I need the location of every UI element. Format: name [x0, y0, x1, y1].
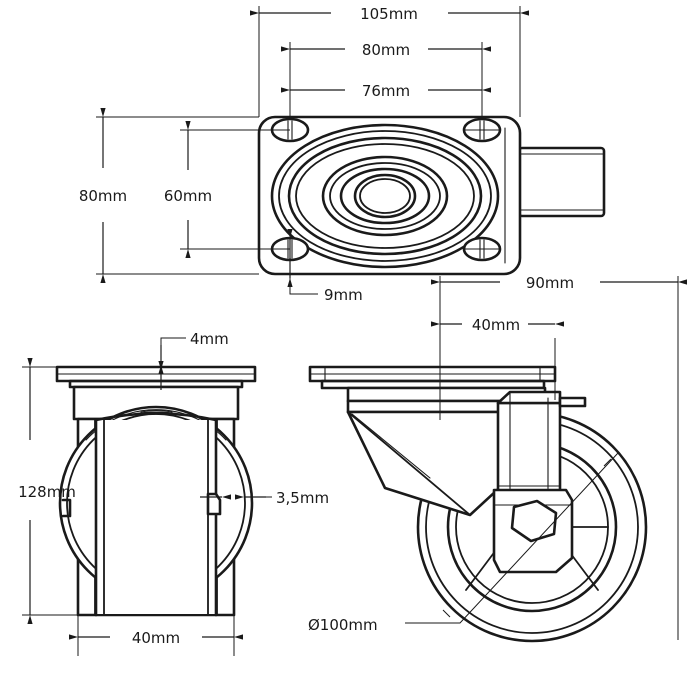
front-view-caster	[55, 365, 257, 617]
dim-40mm-side: 40mm	[431, 316, 564, 334]
dim-label-60: 60mm	[164, 187, 212, 205]
dim-105mm: 105mm	[250, 5, 529, 23]
side-view-dimensions: 90mm 40mm Ø100mm	[308, 274, 687, 640]
mounting-slot-bottom-right	[462, 236, 502, 262]
dim-label-9: 9mm	[324, 286, 363, 304]
dim-80mm-height: 80mm	[79, 108, 127, 283]
dim-label-80-width: 80mm	[362, 41, 410, 59]
dim-label-80-height: 80mm	[79, 187, 127, 205]
swivel-fork	[346, 410, 510, 517]
top-view-plate	[257, 115, 606, 276]
dim-4mm: 4mm	[158, 330, 229, 390]
dim-90mm: 90mm	[431, 274, 687, 292]
dim-label-128: 128mm	[18, 483, 76, 501]
mounting-slot-top-right	[462, 117, 502, 143]
dim-label-105: 105mm	[360, 5, 418, 23]
dim-label-4: 4mm	[190, 330, 229, 348]
dim-label-100: Ø100mm	[308, 616, 378, 634]
kingpin-leg	[496, 401, 562, 500]
swivel-raceway-rings	[270, 123, 500, 269]
dim-label-76: 76mm	[362, 82, 410, 100]
diameter-leader	[405, 452, 619, 624]
fork-collar	[72, 385, 240, 421]
dim-label-40-front: 40mm	[132, 629, 180, 647]
dim-9mm: 9mm	[287, 229, 363, 304]
dim-60mm: 60mm	[164, 121, 212, 258]
dim-40mm-front: 40mm	[69, 629, 243, 647]
dim-label-3-5: 3,5mm	[276, 489, 329, 507]
plate-side-tab	[517, 146, 606, 218]
dim-128mm: 128mm	[18, 358, 76, 624]
side-view-caster	[308, 365, 648, 643]
top-view-dimensions: 105mm 80mm 76mm 80mm 60mm	[79, 5, 529, 304]
dim-3-5mm: 3,5mm	[200, 489, 329, 507]
front-view-dimensions: 4mm 128mm 3,5mm 40mm	[18, 330, 329, 656]
dim-label-90: 90mm	[526, 274, 574, 292]
dim-label-40-side: 40mm	[472, 316, 520, 334]
dim-76mm: 76mm	[281, 82, 491, 100]
dim-80mm-width: 80mm	[281, 41, 491, 59]
